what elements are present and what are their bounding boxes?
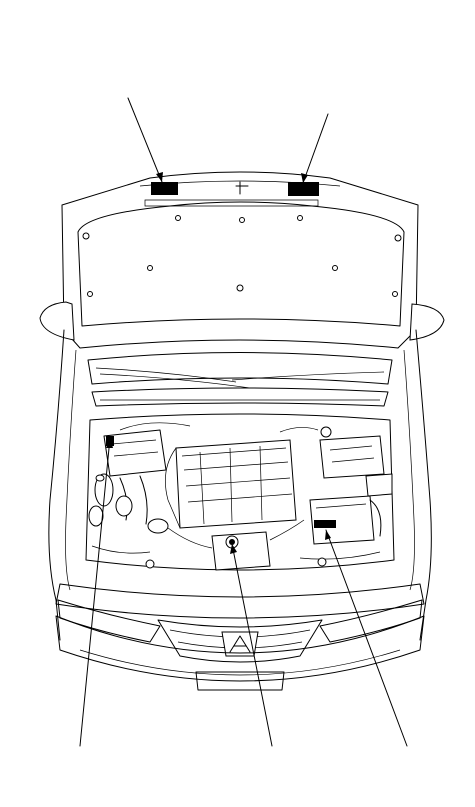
hood-inner-panel [77, 201, 405, 327]
engine-bay-outline [85, 413, 395, 571]
air-intake [103, 429, 167, 525]
hood-liner-clips [82, 215, 402, 297]
battery [309, 495, 382, 545]
leader-line-3 [79, 437, 111, 747]
engine-cover [165, 439, 297, 529]
right-mirror [409, 303, 445, 341]
coolant-reservoir [88, 473, 169, 534]
oil-filler-cap [211, 531, 271, 571]
left-fender [48, 329, 65, 641]
license-plate-area [195, 671, 285, 691]
bumper-lower [55, 615, 425, 682]
left-mirror [39, 301, 75, 341]
grille [157, 619, 323, 663]
hood-outer-edge [61, 171, 419, 349]
fuse-box [319, 426, 393, 497]
leader-line-1 [127, 97, 163, 183]
cowl-and-wipers [87, 352, 393, 407]
hood-label-right [288, 182, 319, 196]
bumper-top [55, 583, 425, 619]
hood-label-left [151, 182, 178, 195]
hoses [91, 422, 381, 569]
right-fender [415, 329, 432, 641]
leader-line-4 [231, 543, 273, 747]
front-end [55, 583, 425, 691]
hood [61, 171, 419, 349]
hood-prop-clip [235, 181, 249, 195]
leader-line-2 [302, 113, 329, 184]
leader-line-5 [325, 529, 408, 747]
battery-label [314, 520, 336, 528]
engine-bay [85, 413, 395, 571]
leader-lines [79, 97, 408, 747]
